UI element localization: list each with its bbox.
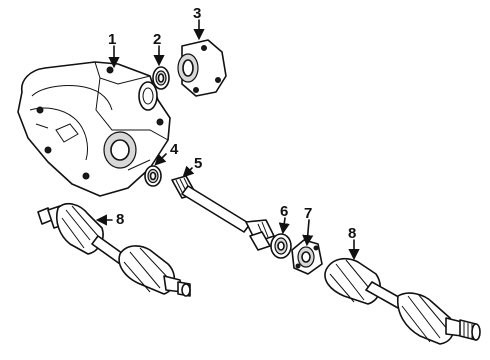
arrow-5 bbox=[182, 165, 195, 178]
flange bbox=[177, 39, 227, 97]
arrow-4 bbox=[154, 153, 167, 166]
callout-5: 5 bbox=[194, 155, 202, 172]
differential-housing bbox=[17, 61, 171, 197]
callout-labels: 1 2 3 4 5 6 7 8 8 bbox=[108, 5, 356, 242]
bearing bbox=[270, 233, 292, 259]
callout-8-right: 8 bbox=[348, 225, 356, 242]
callout-4: 4 bbox=[170, 141, 179, 158]
bearing-bracket bbox=[291, 239, 323, 275]
arrow-7 bbox=[302, 219, 314, 247]
seal bbox=[152, 66, 170, 90]
callout-7: 7 bbox=[304, 205, 312, 222]
callout-1: 1 bbox=[108, 31, 116, 48]
callout-2: 2 bbox=[153, 31, 161, 48]
callout-3: 3 bbox=[193, 5, 201, 22]
arrow-6 bbox=[278, 217, 290, 235]
callout-6: 6 bbox=[280, 203, 288, 220]
axle-shaft-left bbox=[37, 202, 191, 297]
axle-shaft-right bbox=[324, 257, 481, 345]
intermediate-shaft bbox=[171, 175, 275, 251]
callout-arrows bbox=[95, 19, 360, 261]
callout-8-left: 8 bbox=[116, 211, 124, 228]
seal-ring bbox=[144, 165, 162, 187]
